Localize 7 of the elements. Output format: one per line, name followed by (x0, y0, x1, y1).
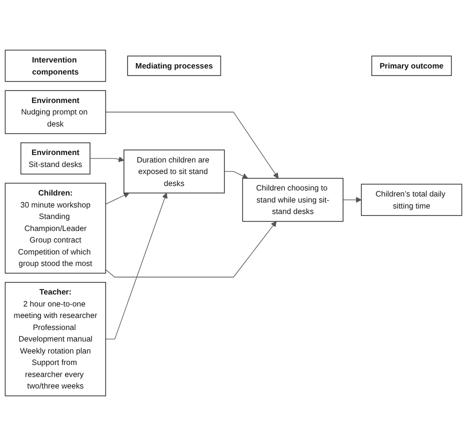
arrow (224, 171, 248, 179)
arrow (90, 156, 124, 162)
arrow (105, 192, 168, 340)
arrow (105, 112, 279, 179)
arrow (105, 221, 277, 278)
arrow (342, 196, 362, 203)
arrow (105, 192, 130, 205)
